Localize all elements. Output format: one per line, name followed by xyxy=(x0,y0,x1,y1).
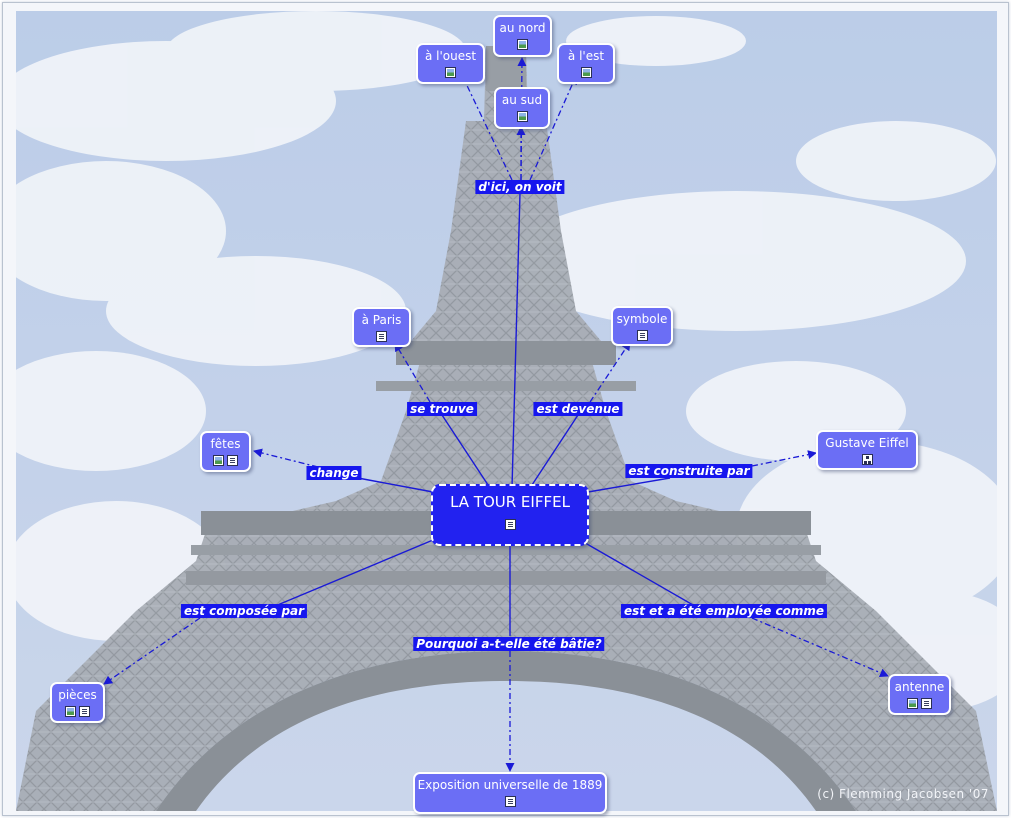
line-center-voit xyxy=(511,192,521,489)
arrow-construite-eiffel xyxy=(751,450,817,467)
concept-node-a-l-ouest[interactable]: à l'ouest xyxy=(416,43,485,84)
concept-label: à l'est xyxy=(567,49,605,63)
document-resource-icon[interactable] xyxy=(376,331,387,342)
document-resource-icon[interactable] xyxy=(504,796,516,807)
concept-label: Exposition universelle de 1889 xyxy=(417,778,603,792)
eiffel-tower-background xyxy=(16,11,997,811)
line-center-devenue xyxy=(529,414,579,489)
concept-node-a-l-est[interactable]: à l'est xyxy=(557,43,615,84)
concept-node-symbole[interactable]: symbole xyxy=(611,306,673,346)
link-label-d-ici-on-voit[interactable]: d'ici, on voit xyxy=(475,180,565,194)
line-center-change xyxy=(357,477,434,493)
image-resource-icon[interactable] xyxy=(65,706,76,717)
image-resource-icon[interactable] xyxy=(907,698,918,709)
link-label-est-devenue[interactable]: est devenue xyxy=(533,402,623,416)
document-resource-icon[interactable] xyxy=(504,519,516,530)
image-resource-icon[interactable] xyxy=(517,39,528,50)
concept-node-pieces[interactable]: pièces xyxy=(50,682,105,723)
concept-node-fetes[interactable]: fêtes xyxy=(200,431,251,472)
arrow-composee-pieces xyxy=(103,617,201,685)
link-label-est-composee-par[interactable]: est composée par xyxy=(180,604,308,618)
line-center-construite xyxy=(587,477,671,493)
link-label-change[interactable]: change xyxy=(306,466,362,480)
document-resource-icon[interactable] xyxy=(227,455,238,466)
concept-node-exposition-universelle[interactable]: Exposition universelle de 1889 xyxy=(413,772,607,814)
concept-node-a-paris[interactable]: à Paris xyxy=(352,307,411,347)
document-resource-icon[interactable] xyxy=(636,330,648,341)
concept-label: Gustave Eiffel xyxy=(825,436,909,450)
concept-label: symbole xyxy=(616,312,668,326)
image-resource-icon[interactable] xyxy=(516,111,528,122)
image-resource-icon[interactable] xyxy=(213,455,224,466)
central-concept-label: LA TOUR EIFFEL xyxy=(450,493,570,511)
concept-label: pièces xyxy=(58,688,97,702)
line-center-trouve xyxy=(441,414,491,489)
document-resource-icon[interactable] xyxy=(79,706,90,717)
concept-label: au sud xyxy=(501,93,543,107)
concept-label: fêtes xyxy=(210,437,241,451)
image-resource-icon[interactable] xyxy=(445,67,456,78)
copyright-credit: (c) Flemming Jacobsen '07 xyxy=(817,787,989,801)
arrow-voit-ouest xyxy=(461,74,513,181)
link-label-est-et-a-ete-employee-comme[interactable]: est et a été employée comme xyxy=(620,604,828,618)
concept-node-au-sud[interactable]: au sud xyxy=(494,87,550,129)
arrow-trouve-paris xyxy=(394,342,431,403)
document-resource-icon[interactable] xyxy=(921,698,932,709)
link-label-se-trouve[interactable]: se trouve xyxy=(407,402,477,416)
link-label-est-construite-par[interactable]: est construite par xyxy=(625,464,753,478)
concept-node-au-nord[interactable]: au nord xyxy=(493,15,552,57)
line-center-employee xyxy=(579,539,701,610)
concept-label: antenne xyxy=(894,680,945,694)
concept-label: à Paris xyxy=(361,313,402,327)
concept-map-resource-icon[interactable] xyxy=(861,454,873,465)
arrow-employee-antenne xyxy=(751,617,889,678)
central-concept-la-tour-eiffel[interactable]: LA TOUR EIFFEL xyxy=(431,484,589,546)
concept-label: à l'ouest xyxy=(424,49,477,63)
concept-node-gustave-eiffel[interactable]: Gustave Eiffel xyxy=(816,430,918,470)
arrow-devenue-symbole xyxy=(589,341,631,403)
line-center-composee xyxy=(267,539,434,610)
concept-node-antenne[interactable]: antenne xyxy=(888,674,951,715)
link-label-pourquoi-a-t-elle-ete-batie[interactable]: Pourquoi a-t-elle été bâtie? xyxy=(413,637,605,651)
arrow-change-fetes xyxy=(253,448,319,468)
image-resource-icon[interactable] xyxy=(580,67,592,78)
arrow-voit-est xyxy=(529,75,577,181)
concept-label: au nord xyxy=(499,21,546,35)
